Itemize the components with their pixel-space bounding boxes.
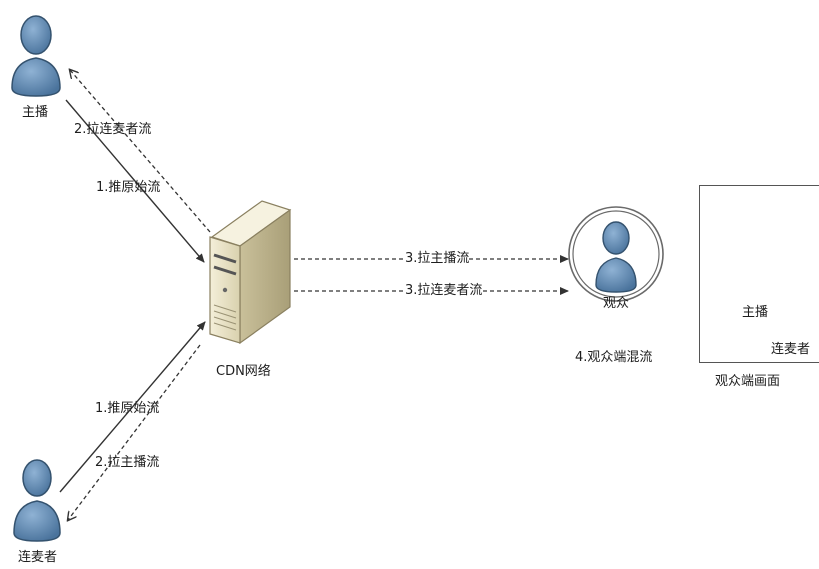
co-host-person-icon xyxy=(13,459,61,542)
screen-host-label: 主播 xyxy=(742,305,769,320)
screen-co-host-label: 连麦者 xyxy=(771,342,811,357)
host-push-arrow xyxy=(65,99,205,263)
viewer-screen-label: 观众端画面 xyxy=(715,374,781,389)
host-pull-label: 2.拉连麦者流 xyxy=(74,122,152,137)
viewer-pull-co-host-label: 3.拉连麦者流 xyxy=(405,283,483,299)
mix-step-label: 4.观众端混流 xyxy=(575,350,653,365)
co-host-push-arrow xyxy=(59,321,206,493)
viewer-person-icon xyxy=(568,206,664,302)
co-host-push-label: 1.推原始流 xyxy=(95,401,160,416)
viewer-label: 观众 xyxy=(603,296,630,311)
cdn-server-icon xyxy=(209,200,292,345)
host-pull-arrow xyxy=(70,70,211,233)
co-host-pull-label: 2.拉主播流 xyxy=(95,455,160,470)
cdn-label: CDN网络 xyxy=(216,364,271,379)
co-host-label: 连麦者 xyxy=(18,550,58,565)
host-label: 主播 xyxy=(22,105,49,120)
viewer-pull-host-label: 3.拉主播流 xyxy=(405,251,470,267)
viewer-screen-frame xyxy=(699,185,819,363)
host-person-icon xyxy=(11,15,61,97)
host-push-label: 1.推原始流 xyxy=(96,180,161,195)
co-host-pull-arrow xyxy=(68,344,201,520)
